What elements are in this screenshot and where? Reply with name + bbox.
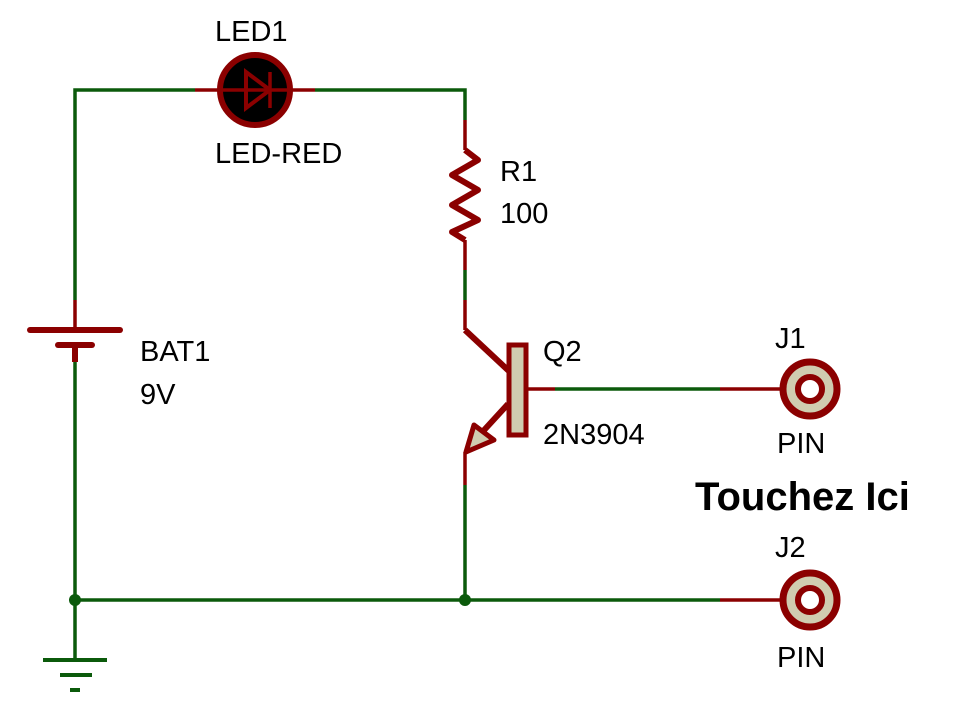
pin-j2[interactable] bbox=[720, 569, 841, 631]
pin1-value: PIN bbox=[777, 428, 825, 460]
battery-symbol[interactable] bbox=[27, 300, 123, 362]
battery-value: 9V bbox=[140, 379, 176, 411]
resistor-value: 100 bbox=[500, 198, 548, 230]
ground-icon bbox=[43, 658, 107, 692]
resistor-symbol[interactable] bbox=[449, 120, 481, 270]
pin2-value: PIN bbox=[777, 642, 825, 674]
transistor-value: 2N3904 bbox=[543, 419, 645, 451]
junction-dot bbox=[459, 594, 471, 606]
pin-j1[interactable] bbox=[720, 358, 841, 420]
wire-top-left bbox=[73, 88, 195, 300]
pin1-ref: J1 bbox=[775, 323, 806, 355]
wire-top-right bbox=[315, 88, 467, 120]
led-value: LED-RED bbox=[215, 138, 342, 170]
pin2-ref: J2 bbox=[775, 532, 806, 564]
battery-ref: BAT1 bbox=[140, 336, 210, 368]
transistor-ref: Q2 bbox=[543, 336, 582, 368]
wires bbox=[69, 88, 720, 660]
junction-dot bbox=[69, 594, 81, 606]
resistor-ref: R1 bbox=[500, 156, 537, 188]
led-ref: LED1 bbox=[215, 16, 288, 48]
transistor-symbol[interactable] bbox=[462, 300, 555, 485]
touch-here-label: Touchez Ici bbox=[695, 475, 910, 519]
led-symbol[interactable] bbox=[195, 52, 315, 128]
